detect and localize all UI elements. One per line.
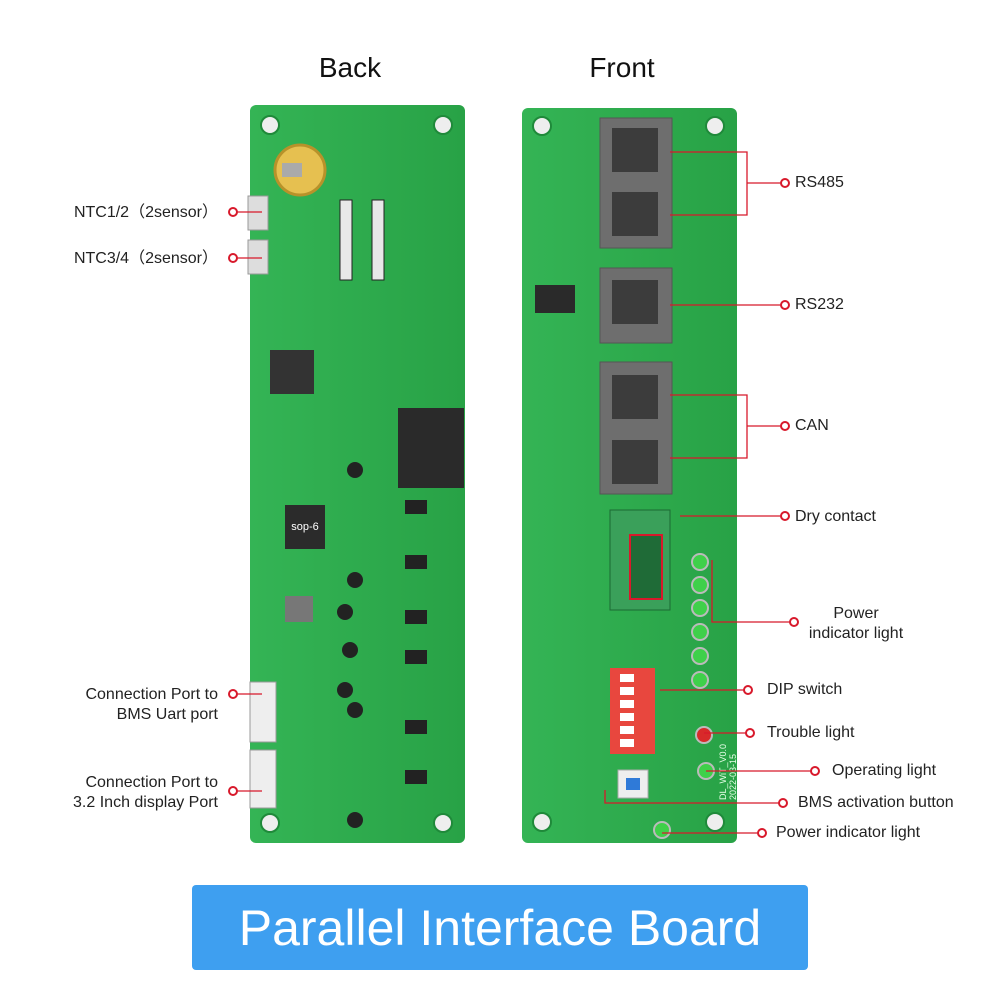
label-ntc34: NTC3/4（2sensor） [73,250,218,267]
label-line: 3.2 Inch display Port [73,794,218,811]
product-title-banner: Parallel Interface Board [192,885,808,970]
label-line: BMS Uart port [116,706,218,723]
callout-dots [228,178,820,838]
label-line: Connection Port to [85,686,218,703]
label-line: Power [833,605,879,622]
label-operating-light: Operating light [832,762,937,779]
ntc12-connector [247,195,269,231]
trouble-led [695,726,713,744]
label-trouble-light: Trouble light [767,724,855,741]
label-bms-uart-port: Connection Port to BMS Uart port [85,685,218,725]
callout-lines [237,151,811,834]
label-line: Connection Port to [85,774,218,791]
version-marking: DL_WiT_V0.0 [718,744,728,800]
ntc34-connector [247,239,269,275]
label-rs485: RS485 [795,174,844,191]
label-bms-activation-button: BMS activation button [798,794,954,811]
label-display-port: Connection Port to 3.2 Inch display Port [73,773,218,813]
label-rs232: RS232 [795,296,844,313]
chip-marking: sop-6 [291,521,319,533]
back-board: sop-6 [247,105,465,843]
bms-uart-connector [249,681,277,743]
front-title: Front [589,52,655,83]
date-marking: 2022-03-15 [728,754,738,800]
back-title: Back [318,52,382,83]
label-ntc12: NTC1/2（2sensor） [73,204,218,221]
label-line: indicator light [808,625,904,642]
display-connector [249,749,277,809]
front-board: DL_WiT_V0.0 2022-03-15 [522,108,738,843]
label-dry-contact: Dry contact [795,508,876,525]
label-power-indicator-light: Power indicator light [776,824,921,841]
label-power-indicator: Power indicator light [800,604,912,644]
label-dip-switch: DIP switch [767,681,843,698]
label-can: CAN [795,417,829,434]
